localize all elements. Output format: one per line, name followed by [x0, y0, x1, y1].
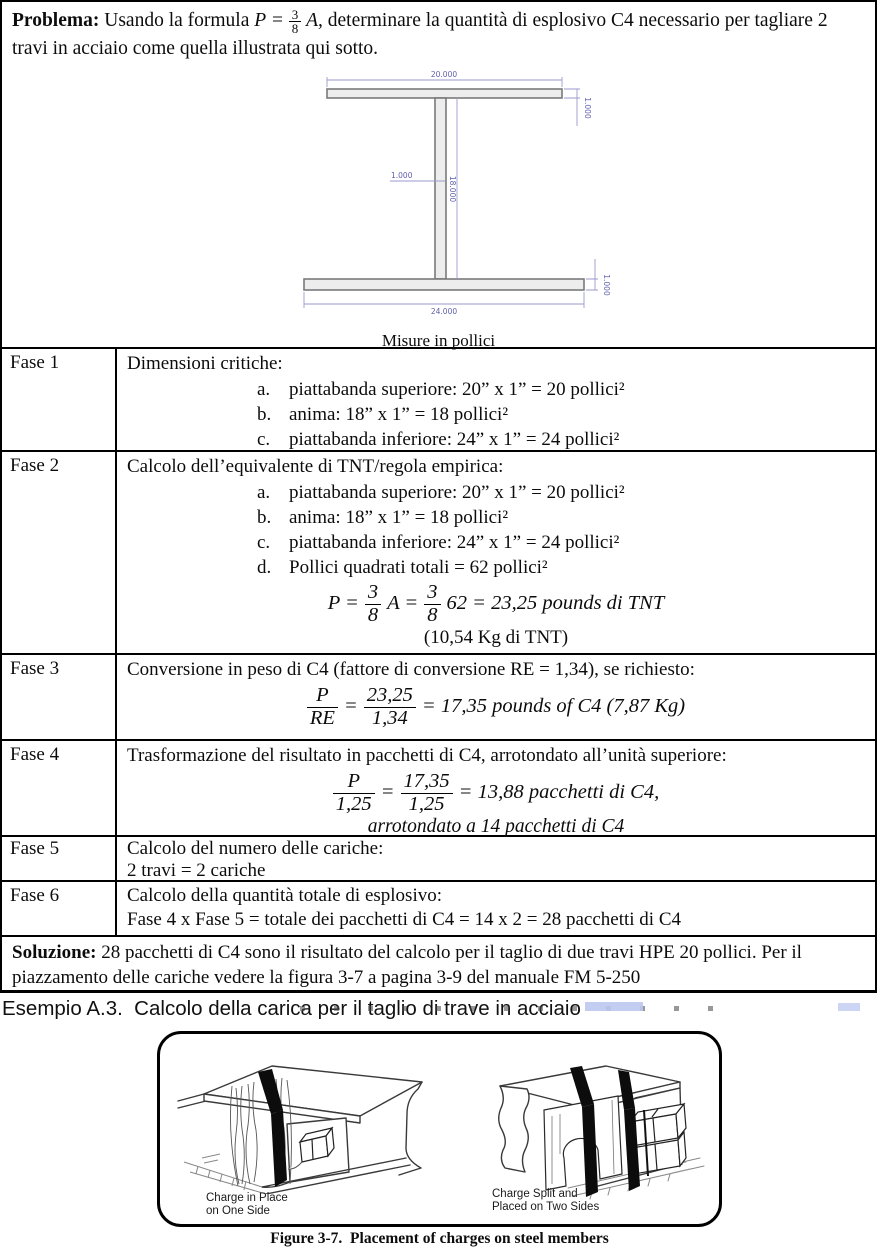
- list-item: d.Pollici quadrati totali = 62 pollici²: [257, 557, 548, 578]
- charge-band: [570, 1066, 640, 1197]
- figure-box: Charge in Place on One Side Charge Split…: [157, 1031, 722, 1227]
- solution-label: Soluzione:: [12, 942, 97, 963]
- dim-web-height-label: 18.000: [448, 176, 457, 202]
- fase6-content: Calcolo della quantità totale di esplosi…: [117, 882, 875, 935]
- beam-illustration-charge-one-side: [177, 1065, 423, 1194]
- web-shape: [433, 97, 447, 280]
- problem-after: determinare la quantità di esplosivo C4 …: [12, 10, 828, 60]
- dim-bottom-thickness-label: 1.000: [602, 274, 611, 296]
- solution-row: Soluzione: 28 pacchetti di C4 sono il ri…: [2, 935, 875, 990]
- fase6-row: Fase 6 Calcolo della quantità totale di …: [2, 880, 875, 935]
- fase4-label: Fase 4: [2, 741, 117, 835]
- fase1-title: Dimensioni critiche:: [127, 353, 283, 374]
- fase2-content: Calcolo dell’equivalente di TNT/regola e…: [117, 452, 875, 653]
- highlight-artifact: [838, 1003, 860, 1011]
- fase5-content: Calcolo del numero delle cariche: 2 trav…: [117, 837, 875, 881]
- fase3-content: Conversione in peso di C4 (fattore di co…: [117, 655, 875, 739]
- dimension-lines: [303, 77, 598, 309]
- bottom-flange-shape: [302, 278, 585, 291]
- fase2-list: a.piattabanda superiore: 20” x 1” = 20 p…: [257, 480, 865, 580]
- top-flange-shape: [325, 88, 563, 99]
- fase3-row: Fase 3 Conversione in peso di C4 (fattor…: [2, 653, 875, 739]
- fase1-list: a.piattabanda superiore: 20” x 1” = 20 p…: [257, 377, 865, 452]
- fase1-row: Fase 1 Dimensioni critiche: a.piattaband…: [2, 347, 875, 450]
- dim-web-thickness-label: 1.000: [391, 171, 413, 180]
- fase5-label: Fase 5: [2, 837, 117, 880]
- solution-text: 28 pacchetti di C4 sono il risultato del…: [12, 942, 802, 988]
- fase2-row: Fase 2 Calcolo dell’equivalente di TNT/r…: [2, 450, 875, 653]
- fase2-title: Calcolo dell’equivalente di TNT/regola e…: [127, 456, 504, 477]
- figure-caption-left: Charge in Place on One Side: [206, 1192, 288, 1217]
- fase2-label: Fase 2: [2, 452, 117, 653]
- solution-cell: Soluzione: 28 pacchetti di C4 sono il ri…: [2, 937, 875, 990]
- problem-label: Problema:: [12, 10, 100, 31]
- list-item: c.piattabanda inferiore: 24” x 1” = 24 p…: [257, 429, 620, 450]
- problem-formula-lhs: P =: [254, 10, 284, 31]
- list-item: b.anima: 18” x 1” = 18 pollici²: [257, 404, 509, 425]
- dim-bottom-width-label: 24.000: [430, 307, 456, 316]
- fase5-row: Fase 5 Calcolo del numero delle cariche:…: [2, 835, 875, 881]
- problem-before: Usando la formula: [104, 10, 250, 31]
- list-item: a.piattabanda superiore: 20” x 1” = 20 p…: [257, 482, 625, 503]
- clipped-text-artifact: [300, 1006, 730, 1011]
- wrapped-charge: [543, 1095, 623, 1191]
- charge-stack: [628, 1102, 687, 1177]
- fase3-title: Conversione in peso di C4 (fattore di co…: [127, 659, 695, 680]
- charge-block: [287, 1126, 335, 1170]
- fase6-label: Fase 6: [2, 882, 117, 935]
- fase4-formula-line2: arrotondato a 14 pacchetti di C4: [367, 816, 625, 838]
- fase5-line2: 2 travi = 2 cariche: [127, 860, 266, 881]
- fase6-line2: Fase 4 x Fase 5 = totale dei pacchetti d…: [127, 909, 682, 930]
- list-item: a.piattabanda superiore: 20” x 1” = 20 p…: [257, 379, 625, 400]
- fase2-formula-note: (10,54 Kg di TNT): [423, 627, 569, 649]
- ibeam-diagram: 20.000 1.000 1.000 18.000 24.000 1.000 M…: [264, 64, 614, 352]
- diagram-caption: Misure in pollici: [381, 331, 496, 351]
- list-item: b.anima: 18” x 1” = 18 pollici²: [257, 507, 509, 528]
- ibeam-diagram-svg: 20.000 1.000 1.000 18.000 24.000 1.000: [302, 70, 611, 316]
- fase3-label: Fase 3: [2, 655, 117, 739]
- fase1-label: Fase 1: [2, 349, 117, 450]
- fase6-title: Calcolo della quantità totale di esplosi…: [127, 885, 443, 906]
- fase1-content: Dimensioni critiche: a.piattabanda super…: [117, 349, 875, 450]
- figure-caption-right: Charge Split and Placed on Two Sides: [492, 1188, 600, 1213]
- list-item: c.piattabanda inferiore: 24” x 1” = 24 p…: [257, 532, 620, 553]
- fase5-title: Calcolo del numero delle cariche:: [127, 838, 384, 859]
- figure-title: Figure 3-7. Placement of charges on stee…: [270, 1230, 609, 1247]
- dim-top-width-label: 20.000: [430, 70, 456, 79]
- charge-band: [258, 1069, 287, 1187]
- fase4-row: Fase 4 Trasformazione del risultato in p…: [2, 739, 875, 838]
- beam-illustration-charge-two-sides: [498, 1065, 705, 1200]
- fase4-content: Trasformazione del risultato in pacchett…: [117, 741, 875, 838]
- highlight-artifact: [585, 1002, 643, 1011]
- problem-formula-rhs: A,: [306, 10, 323, 31]
- dim-top-thickness-label: 1.000: [583, 97, 592, 119]
- fase4-title: Trasformazione del risultato in pacchett…: [127, 745, 727, 766]
